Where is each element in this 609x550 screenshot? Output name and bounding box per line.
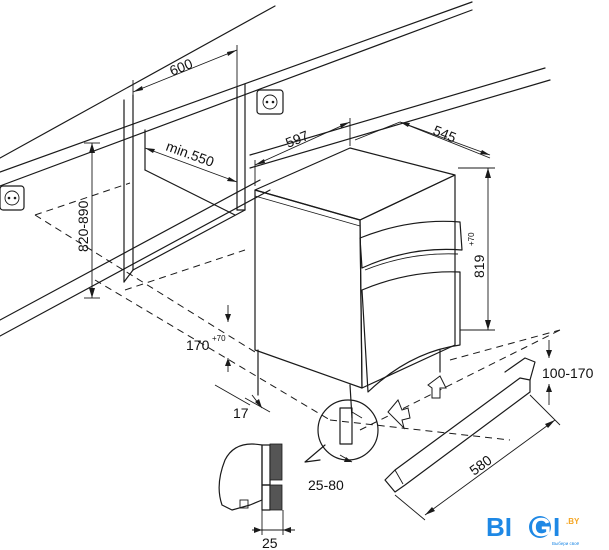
logo-bi: BI [486, 512, 512, 542]
dim-100-170: 100-170 [542, 340, 594, 405]
floor-guides [34, 182, 561, 441]
dim-17-label: 17 [233, 405, 249, 421]
dim-25-80-label: 25-80 [308, 477, 344, 493]
dim-597-label: 597 [283, 127, 311, 151]
dim-820-890: 820-890 [75, 142, 100, 299]
move-arrows [387, 375, 447, 430]
dim-580-label: 580 [466, 452, 494, 479]
dim-819-sup: +70 [467, 232, 476, 246]
bigi-logo: BI G I .BY Выбери своё [486, 512, 580, 546]
dim-min550: min.550 [144, 138, 238, 183]
dim-170: 170 +70 [186, 305, 231, 372]
dim-820-890-label: 820-890 [75, 200, 91, 252]
door-panel-upper [269, 443, 283, 481]
logo-tagline: Выбери своё [552, 541, 580, 546]
appliance-body [254, 147, 463, 419]
socket-right-icon [256, 89, 284, 115]
dim-819-label: 819 [471, 254, 487, 278]
hinge-detail [304, 399, 379, 463]
dim-170-label: 170 [186, 337, 210, 353]
logo-i: I [553, 512, 560, 542]
logo-g-circle [529, 516, 551, 538]
dim-25-label: 25 [262, 535, 278, 550]
dim-25: 25 [252, 510, 295, 550]
logo-suffix: .BY [566, 517, 580, 526]
dim-545: 545 [399, 121, 491, 156]
dim-600-label: 600 [167, 55, 195, 79]
logo-g: G [531, 512, 551, 542]
dim-580: 580 [394, 394, 561, 521]
appliance-top-guide [354, 121, 491, 159]
niche-cabinet [123, 83, 246, 283]
dim-819: 819 +70 [458, 167, 495, 331]
dim-17: 17 [214, 384, 271, 421]
wall-lines [0, 1, 551, 337]
plinth-board [384, 357, 536, 493]
socket-left-icon [0, 185, 25, 211]
dim-25-80: 25-80 [308, 454, 353, 493]
dim-100-170-label: 100-170 [542, 365, 594, 381]
dim-170-sup: +70 [212, 334, 226, 343]
door-panel-lower [269, 484, 283, 511]
door-section-detail [218, 443, 283, 511]
